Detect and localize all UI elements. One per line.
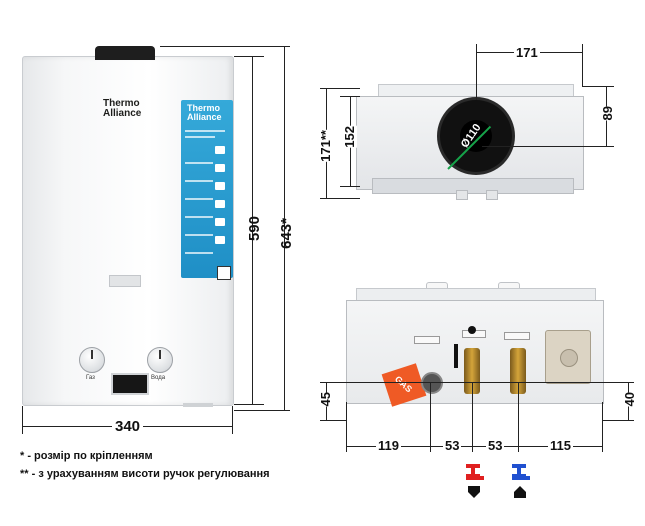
dim-spacing-3: 53 bbox=[486, 438, 505, 453]
cold-water-tap-icon bbox=[512, 464, 530, 498]
sticker-line bbox=[185, 198, 213, 200]
dim-spacing-1: 119 bbox=[376, 438, 401, 453]
dim-side-width: 171 bbox=[514, 45, 540, 60]
battery-cap bbox=[560, 349, 578, 367]
dim-ext-line bbox=[232, 406, 233, 434]
water-knob-label: Вода bbox=[151, 375, 166, 381]
gas-knob-label: Газ bbox=[86, 375, 95, 381]
dim-ext-line bbox=[340, 186, 360, 187]
dim-ext-line bbox=[602, 420, 634, 421]
sticker-line bbox=[185, 180, 213, 182]
footnote-mount: * - розмір по кріпленням bbox=[20, 450, 153, 462]
dim-ext-line bbox=[602, 402, 603, 452]
dim-side-depth-mount: 171** bbox=[318, 130, 333, 162]
side-foot bbox=[456, 190, 468, 200]
sticker-icon bbox=[215, 236, 225, 244]
gas-label: GAS bbox=[392, 373, 415, 395]
hot-water-tap-icon bbox=[466, 464, 484, 498]
flame-window bbox=[109, 275, 141, 287]
dim-ext-line bbox=[582, 44, 583, 86]
info-sticker: Thermo Alliance bbox=[181, 100, 233, 280]
brand-line2: Alliance bbox=[103, 108, 142, 119]
water-knob[interactable] bbox=[147, 347, 173, 373]
temperature-display bbox=[111, 373, 149, 395]
dim-ext-line bbox=[234, 56, 264, 57]
sticker-icon bbox=[215, 218, 225, 226]
brand-logo: Thermo Alliance bbox=[103, 99, 141, 119]
dim-height-body: 590 bbox=[246, 216, 263, 242]
sticker-line bbox=[185, 252, 213, 254]
pipe-center-line bbox=[320, 382, 634, 383]
footnote-knobs: ** - з урахуванням висоти ручок регулюва… bbox=[20, 468, 270, 480]
dim-line-bottom bbox=[346, 446, 602, 447]
dim-ext-line bbox=[160, 46, 290, 47]
sticker-line bbox=[185, 136, 215, 138]
drain-slot bbox=[454, 344, 458, 368]
sticker-line bbox=[185, 162, 213, 164]
sensor-port bbox=[468, 326, 476, 334]
dim-ext-line bbox=[234, 410, 290, 411]
dim-line-590 bbox=[252, 56, 253, 404]
dim-ext-line bbox=[320, 88, 360, 89]
gas-knob[interactable] bbox=[79, 347, 105, 373]
sticker-line bbox=[185, 216, 213, 218]
bottom-label-tag bbox=[504, 332, 530, 340]
sticker-brand: Thermo Alliance bbox=[187, 103, 222, 122]
brand-line1: Thermo bbox=[103, 98, 140, 109]
dim-ext-line bbox=[320, 198, 360, 199]
dim-ext-line bbox=[476, 44, 477, 100]
qr-code-icon bbox=[217, 266, 231, 280]
dim-ext-line bbox=[482, 146, 614, 147]
dim-ext-line bbox=[472, 382, 473, 452]
dim-ext-line bbox=[518, 382, 519, 452]
dim-ext-line bbox=[582, 86, 614, 87]
dim-side-depth: 152 bbox=[342, 126, 357, 148]
sticker-icon bbox=[215, 164, 225, 172]
heater-front-view: Thermo Alliance Thermo Alliance Газ Вода bbox=[22, 56, 234, 407]
sticker-line bbox=[185, 130, 225, 132]
dim-line-643 bbox=[284, 46, 285, 410]
sticker-icon bbox=[215, 200, 225, 208]
dim-ext-line bbox=[430, 382, 431, 452]
dim-ext-line bbox=[346, 402, 347, 452]
battery-compartment bbox=[545, 330, 591, 384]
dim-side-offset: 89 bbox=[600, 106, 615, 121]
dim-ext-line bbox=[234, 404, 264, 405]
dim-bottom-left-height: 45 bbox=[318, 392, 333, 407]
dim-height-total: 643* bbox=[278, 218, 295, 249]
bottom-bracket bbox=[183, 403, 213, 407]
side-foot bbox=[486, 190, 498, 200]
sticker-line bbox=[185, 234, 213, 236]
dim-spacing-4: 115 bbox=[548, 438, 573, 453]
dim-width-front: 340 bbox=[112, 418, 144, 435]
knob-mark bbox=[91, 350, 93, 359]
gas-inlet-pipe bbox=[421, 372, 443, 394]
side-bottom-edge bbox=[372, 178, 574, 194]
dim-ext-line bbox=[320, 420, 346, 421]
dim-spacing-2: 53 bbox=[443, 438, 462, 453]
dim-ext-line bbox=[22, 406, 23, 434]
bottom-label-tag bbox=[414, 336, 440, 344]
knob-mark bbox=[159, 350, 161, 359]
dim-bottom-right-height: 40 bbox=[622, 392, 637, 407]
sticker-icon bbox=[215, 146, 225, 154]
sticker-icon bbox=[215, 182, 225, 190]
flue-outlet bbox=[95, 46, 155, 60]
